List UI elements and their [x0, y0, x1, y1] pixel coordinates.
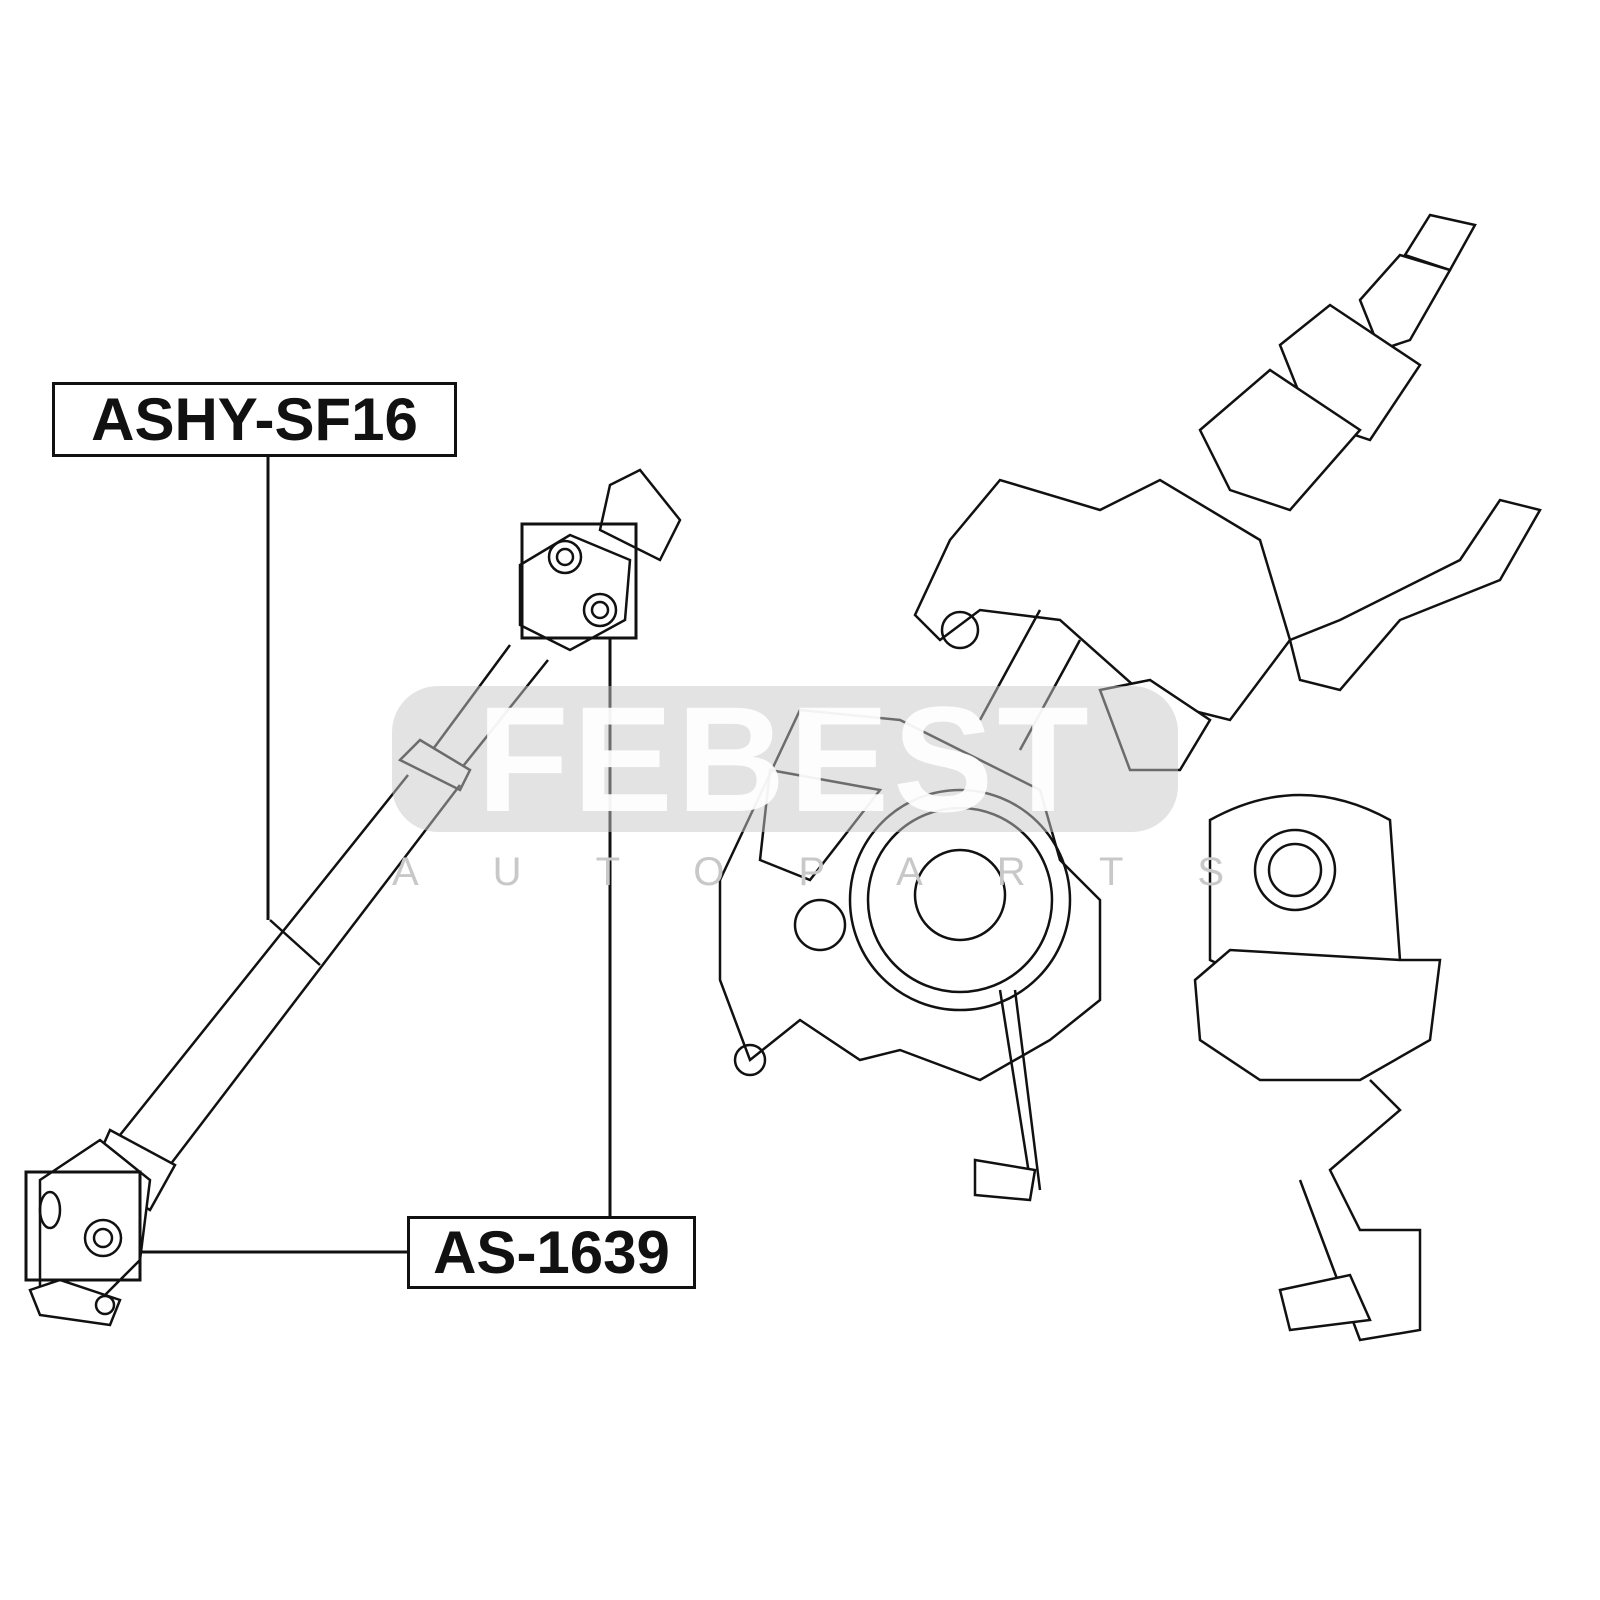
- steering-shaft: [28, 468, 682, 1327]
- part-label-as-1639: AS-1639: [407, 1216, 696, 1289]
- part-label-ashy-sf16: ASHY-SF16: [52, 382, 457, 457]
- watermark-logo: FEBEST: [392, 675, 1178, 843]
- part-number-text: AS-1639: [433, 1219, 670, 1286]
- part-number-text: ASHY-SF16: [91, 386, 418, 453]
- watermark-subtitle: AUTOPARTS: [392, 850, 1299, 894]
- joint-highlight-upper: [520, 522, 638, 640]
- eps-motor: [1193, 793, 1442, 1342]
- joint-highlight-lower: [24, 1170, 142, 1282]
- watermark-brand: FEBEST: [477, 674, 1093, 843]
